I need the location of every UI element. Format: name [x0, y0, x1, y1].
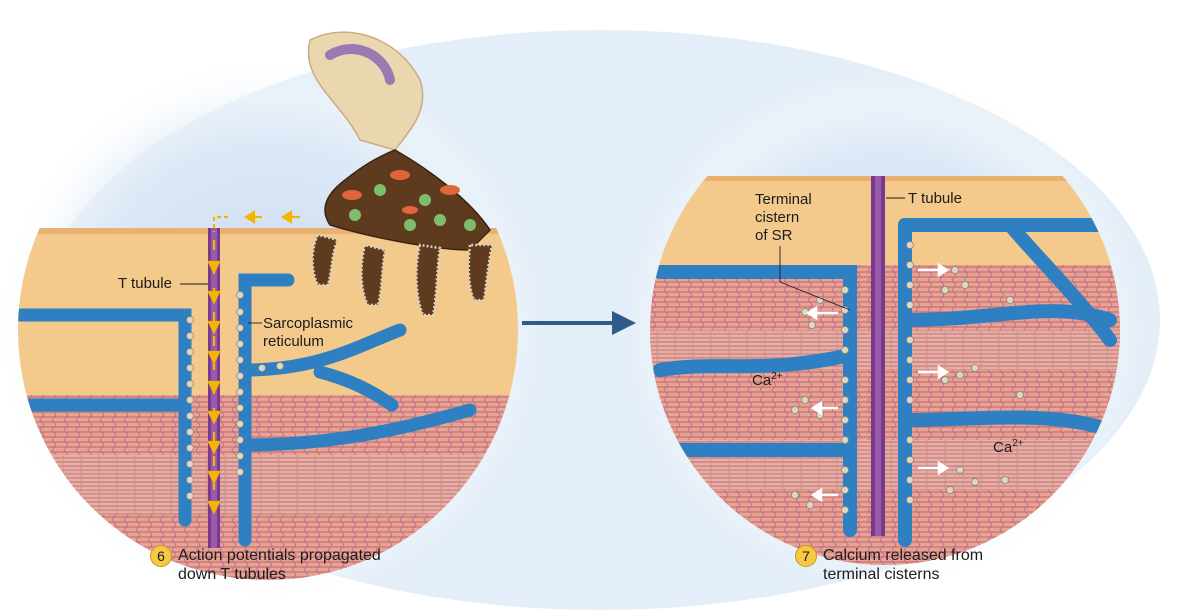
- cistern-label-line3: of SR: [755, 227, 793, 244]
- arrow-right-icon: [522, 311, 636, 335]
- step-6-text: Action potentials propagated down T tubu…: [178, 546, 381, 584]
- step-6-badge: 6: [150, 545, 172, 567]
- step-6-caption: 6 Action potentials propagated down T tu…: [150, 545, 381, 584]
- axon-terminal: [307, 31, 494, 317]
- action-potential-arrows: [207, 240, 221, 515]
- cistern-label-line1: Terminal: [755, 191, 812, 208]
- step-6-line2: down T tubules: [178, 566, 286, 583]
- sarcoplasmic-reticulum: [18, 273, 477, 547]
- calcium-label-2: Ca2+: [993, 439, 1024, 457]
- synaptic-vesicles: [342, 170, 476, 231]
- sarcoplasmic-reticulum-right: [653, 218, 1117, 547]
- calcium-charge-2: 2+: [1012, 438, 1024, 449]
- sr-label-line2: reticulum: [263, 333, 324, 350]
- step-7-badge: 7: [795, 545, 817, 567]
- step-7-caption: 7 Calcium released from terminal cistern…: [795, 545, 983, 584]
- calcium-ions: [186, 291, 284, 500]
- calcium-base-2: Ca: [993, 439, 1013, 456]
- sarcoplasmic-reticulum-label: Sarcoplasmic reticulum: [263, 315, 353, 351]
- step-7-text: Calcium released from terminal cisterns: [823, 546, 983, 584]
- terminal-cistern-label: Terminal cistern of SR: [755, 191, 812, 245]
- step-7-line1: Calcium released from: [823, 547, 984, 564]
- sr-label-line1: Sarcoplasmic: [263, 315, 354, 332]
- step-6-line1: Action potentials propagated: [178, 547, 381, 564]
- step-7-line2: terminal cisterns: [823, 566, 940, 583]
- leader-lines: [180, 197, 905, 324]
- calcium-ions-right: [791, 241, 1024, 514]
- calcium-charge-1: 2+: [771, 371, 783, 382]
- right-panel-muscle-cell: [650, 176, 1120, 565]
- calcium-label-1: Ca2+: [752, 372, 783, 390]
- t-tubule-label-right: T tubule: [908, 190, 962, 207]
- surface-action-potential: [212, 210, 300, 232]
- cistern-label-line2: cistern: [755, 209, 800, 226]
- calcium-base-1: Ca: [752, 372, 772, 389]
- calcium-release-arrows: [805, 262, 950, 503]
- t-tubule-label-left: T tubule: [118, 275, 172, 292]
